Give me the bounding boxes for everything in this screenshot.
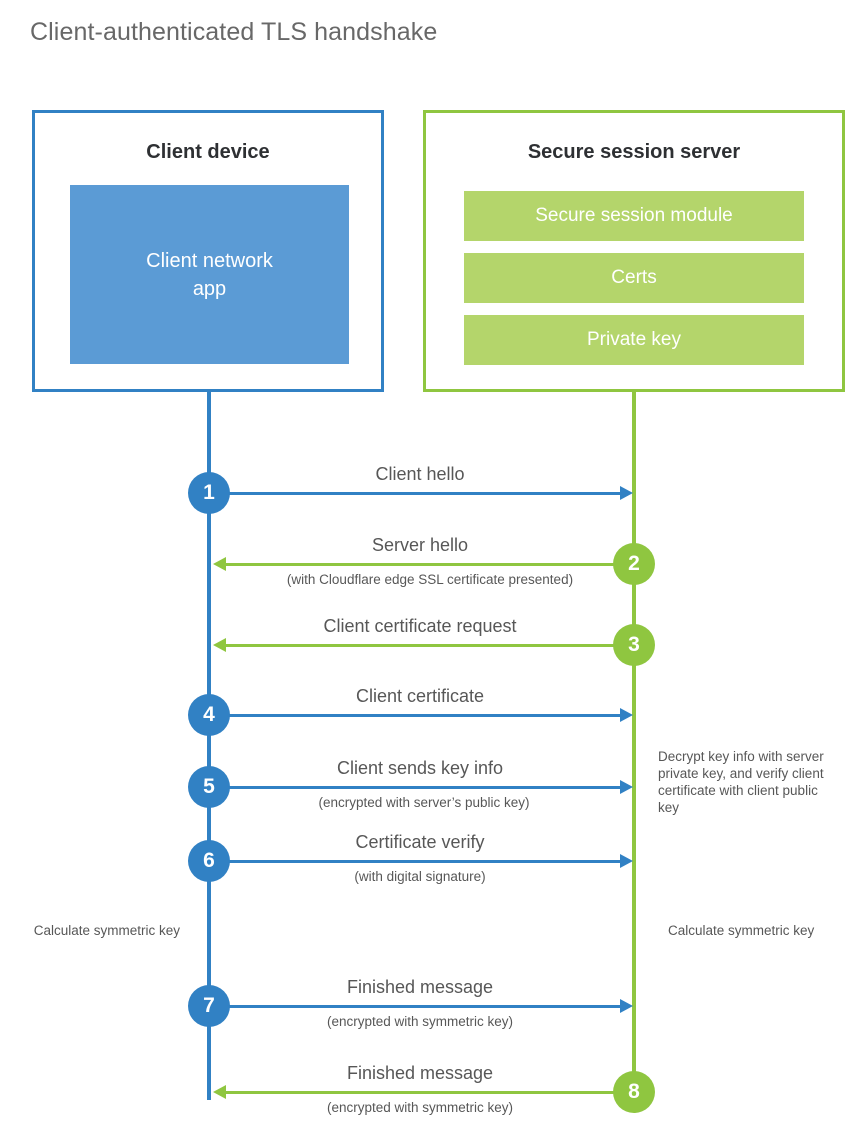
message-8-sublabel: (encrypted with symmetric key): [326, 1100, 514, 1115]
arrow-left-icon: [213, 1085, 226, 1099]
message-5-sublabel: (encrypted with server’s public key): [318, 795, 530, 810]
message-3-arrow-shaft: [226, 644, 634, 647]
message-6-label: Certificate verify: [355, 832, 485, 852]
client-network-app-block: Client network app: [70, 185, 349, 364]
arrow-right-icon: [620, 708, 633, 722]
message-4-label: Client certificate: [355, 686, 485, 706]
message-2-label: Server hello: [371, 535, 469, 555]
annotation-calculate-symmetric-key-server: Calculate symmetric key: [668, 923, 815, 938]
client-device-box: Client device Client network app: [32, 110, 384, 392]
client-app-label-line2: app: [192, 277, 227, 300]
arrow-right-icon: [620, 854, 633, 868]
server-component-list: Secure session module Certs Private key: [464, 191, 804, 377]
secure-session-server-box: Secure session server Secure session mod…: [423, 110, 845, 392]
message-7-arrow-shaft: [209, 1005, 620, 1008]
message-5-arrow-shaft: [209, 786, 620, 789]
message-3-label: Client certificate request: [323, 616, 517, 636]
message-5-label: Client sends key info: [336, 758, 504, 778]
client-app-label-line1: Client network: [146, 249, 273, 272]
annotation-decrypt-key-info: Decrypt key info with server private key…: [658, 749, 824, 815]
server-lifeline: [632, 392, 636, 1094]
server-component-certs: Certs: [464, 253, 804, 303]
server-component-secure-session-module: Secure session module: [464, 191, 804, 241]
message-1-label: Client hello: [375, 464, 465, 484]
client-device-title: Client device: [146, 141, 270, 163]
step-badge-1: 1: [188, 472, 230, 514]
secure-session-server-title: Secure session server: [527, 141, 741, 163]
arrow-left-icon: [213, 638, 226, 652]
step-badge-5: 5: [188, 766, 230, 808]
step-badge-7: 7: [188, 985, 230, 1027]
client-lifeline: [207, 392, 211, 1100]
server-component-private-key: Private key: [464, 315, 804, 365]
step-badge-6: 6: [188, 840, 230, 882]
arrow-left-icon: [213, 557, 226, 571]
step-badge-4: 4: [188, 694, 230, 736]
arrow-right-icon: [620, 486, 633, 500]
arrow-right-icon: [620, 780, 633, 794]
client-network-app-label: Client network app: [146, 247, 273, 303]
message-8-label: Finished message: [346, 1063, 494, 1083]
message-4-arrow-shaft: [209, 714, 620, 717]
message-7-label: Finished message: [346, 977, 494, 997]
arrow-right-icon: [620, 999, 633, 1013]
step-badge-2: 2: [613, 543, 655, 585]
message-1-arrow-shaft: [209, 492, 620, 495]
message-2-arrow-shaft: [226, 563, 634, 566]
message-7-sublabel: (encrypted with symmetric key): [326, 1014, 514, 1029]
message-8-arrow-shaft: [226, 1091, 634, 1094]
message-6-arrow-shaft: [209, 860, 620, 863]
step-badge-8: 8: [613, 1071, 655, 1113]
message-2-sublabel: (with Cloudflare edge SSL certificate pr…: [286, 572, 574, 587]
step-badge-3: 3: [613, 624, 655, 666]
message-6-sublabel: (with digital signature): [354, 869, 486, 884]
annotation-calculate-symmetric-key-client: Calculate symmetric key: [33, 923, 180, 938]
page-title: Client-authenticated TLS handshake: [30, 18, 438, 46]
